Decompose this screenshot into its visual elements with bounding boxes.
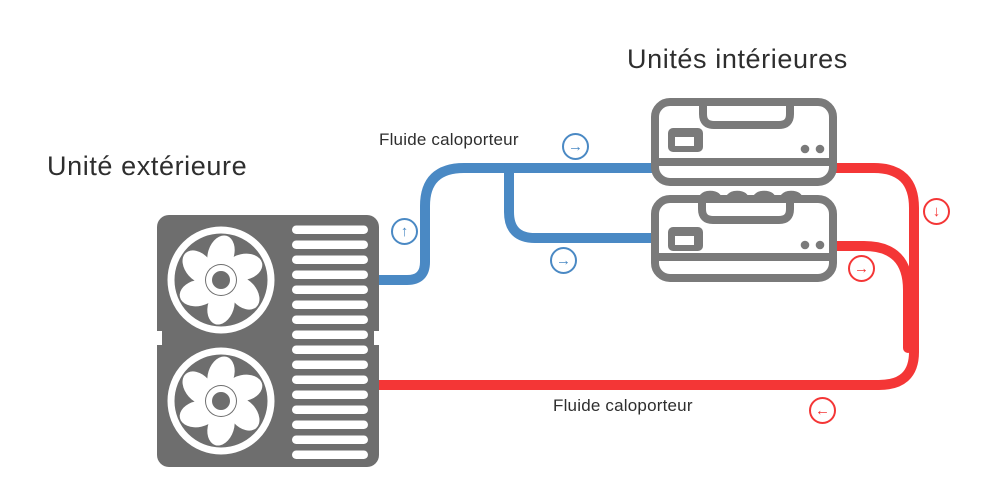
pipes — [367, 163, 919, 390]
up-arrow-icon: ↑ — [391, 218, 418, 245]
indoor-unit-2-led — [800, 240, 810, 250]
indoor-unit-1-icon — [651, 98, 837, 186]
indoor-unit-1-led — [800, 144, 810, 154]
indoor-unit-2-led — [815, 240, 825, 250]
indoor-unit-1-led — [815, 144, 825, 154]
pipe-red-unit2-branch — [823, 241, 913, 353]
outdoor-unit-title: Unité extérieure — [47, 151, 248, 181]
indoor-unit-2-top-vent — [698, 202, 794, 224]
down-arrow-icon: ↓ — [923, 198, 950, 225]
pipe-blue-branch-to-unit2 — [504, 163, 665, 243]
right-arrow-icon: → — [562, 133, 589, 160]
outdoor-unit-notch-left — [155, 331, 162, 345]
indoor-unit-2-icon — [651, 190, 837, 282]
pipe-red-unit1-to-outdoor — [369, 163, 919, 390]
outdoor-unit-icon — [155, 215, 381, 467]
outdoor-unit-notch-right — [374, 331, 381, 345]
pipe-blue-outdoor-to-unit1 — [367, 163, 665, 285]
fan-icon-top — [167, 226, 275, 334]
right-arrow-icon: → — [848, 255, 875, 282]
indoor-unit-1-top-vent — [699, 105, 794, 129]
fluid-label-bottom: Fluide caloporteur — [553, 396, 693, 415]
fluid-label-top: Fluide caloporteur — [379, 130, 519, 149]
left-arrow-icon: ← — [809, 397, 836, 424]
vent-slats — [292, 225, 368, 459]
fan-icon-bottom — [167, 347, 275, 455]
indoor-units-title: Unités intérieures — [627, 44, 848, 74]
right-arrow-icon: → — [550, 247, 577, 274]
